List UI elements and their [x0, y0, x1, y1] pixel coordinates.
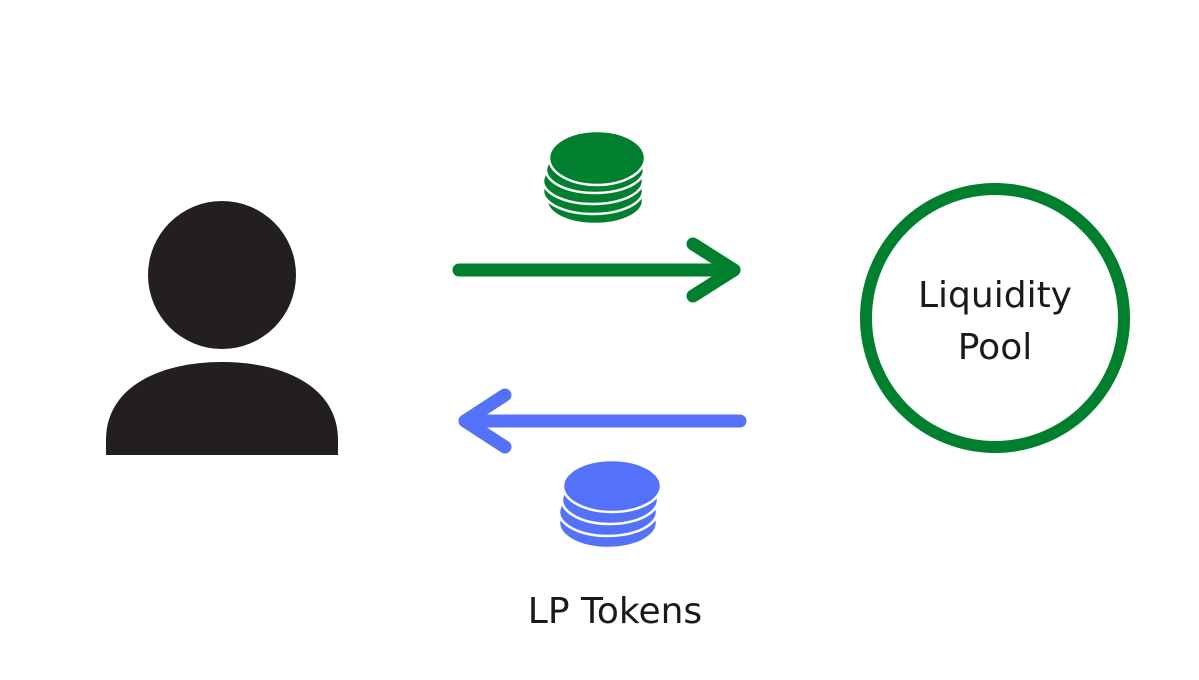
user-icon — [106, 201, 338, 455]
liquidity-pool-label: Liquidity Pool — [860, 270, 1130, 374]
deposit-arrow — [452, 237, 741, 303]
pool-label-line2: Pool — [957, 327, 1033, 368]
liquidity-pool-ring — [860, 183, 1130, 453]
deposit-coin-stack-icon — [541, 129, 647, 226]
pool-label-line1: Liquidity — [917, 275, 1072, 316]
lp-token-arrow — [458, 388, 747, 454]
lp-coin-stack-icon — [557, 458, 663, 550]
lp-tokens-label: LP Tokens — [527, 591, 703, 632]
